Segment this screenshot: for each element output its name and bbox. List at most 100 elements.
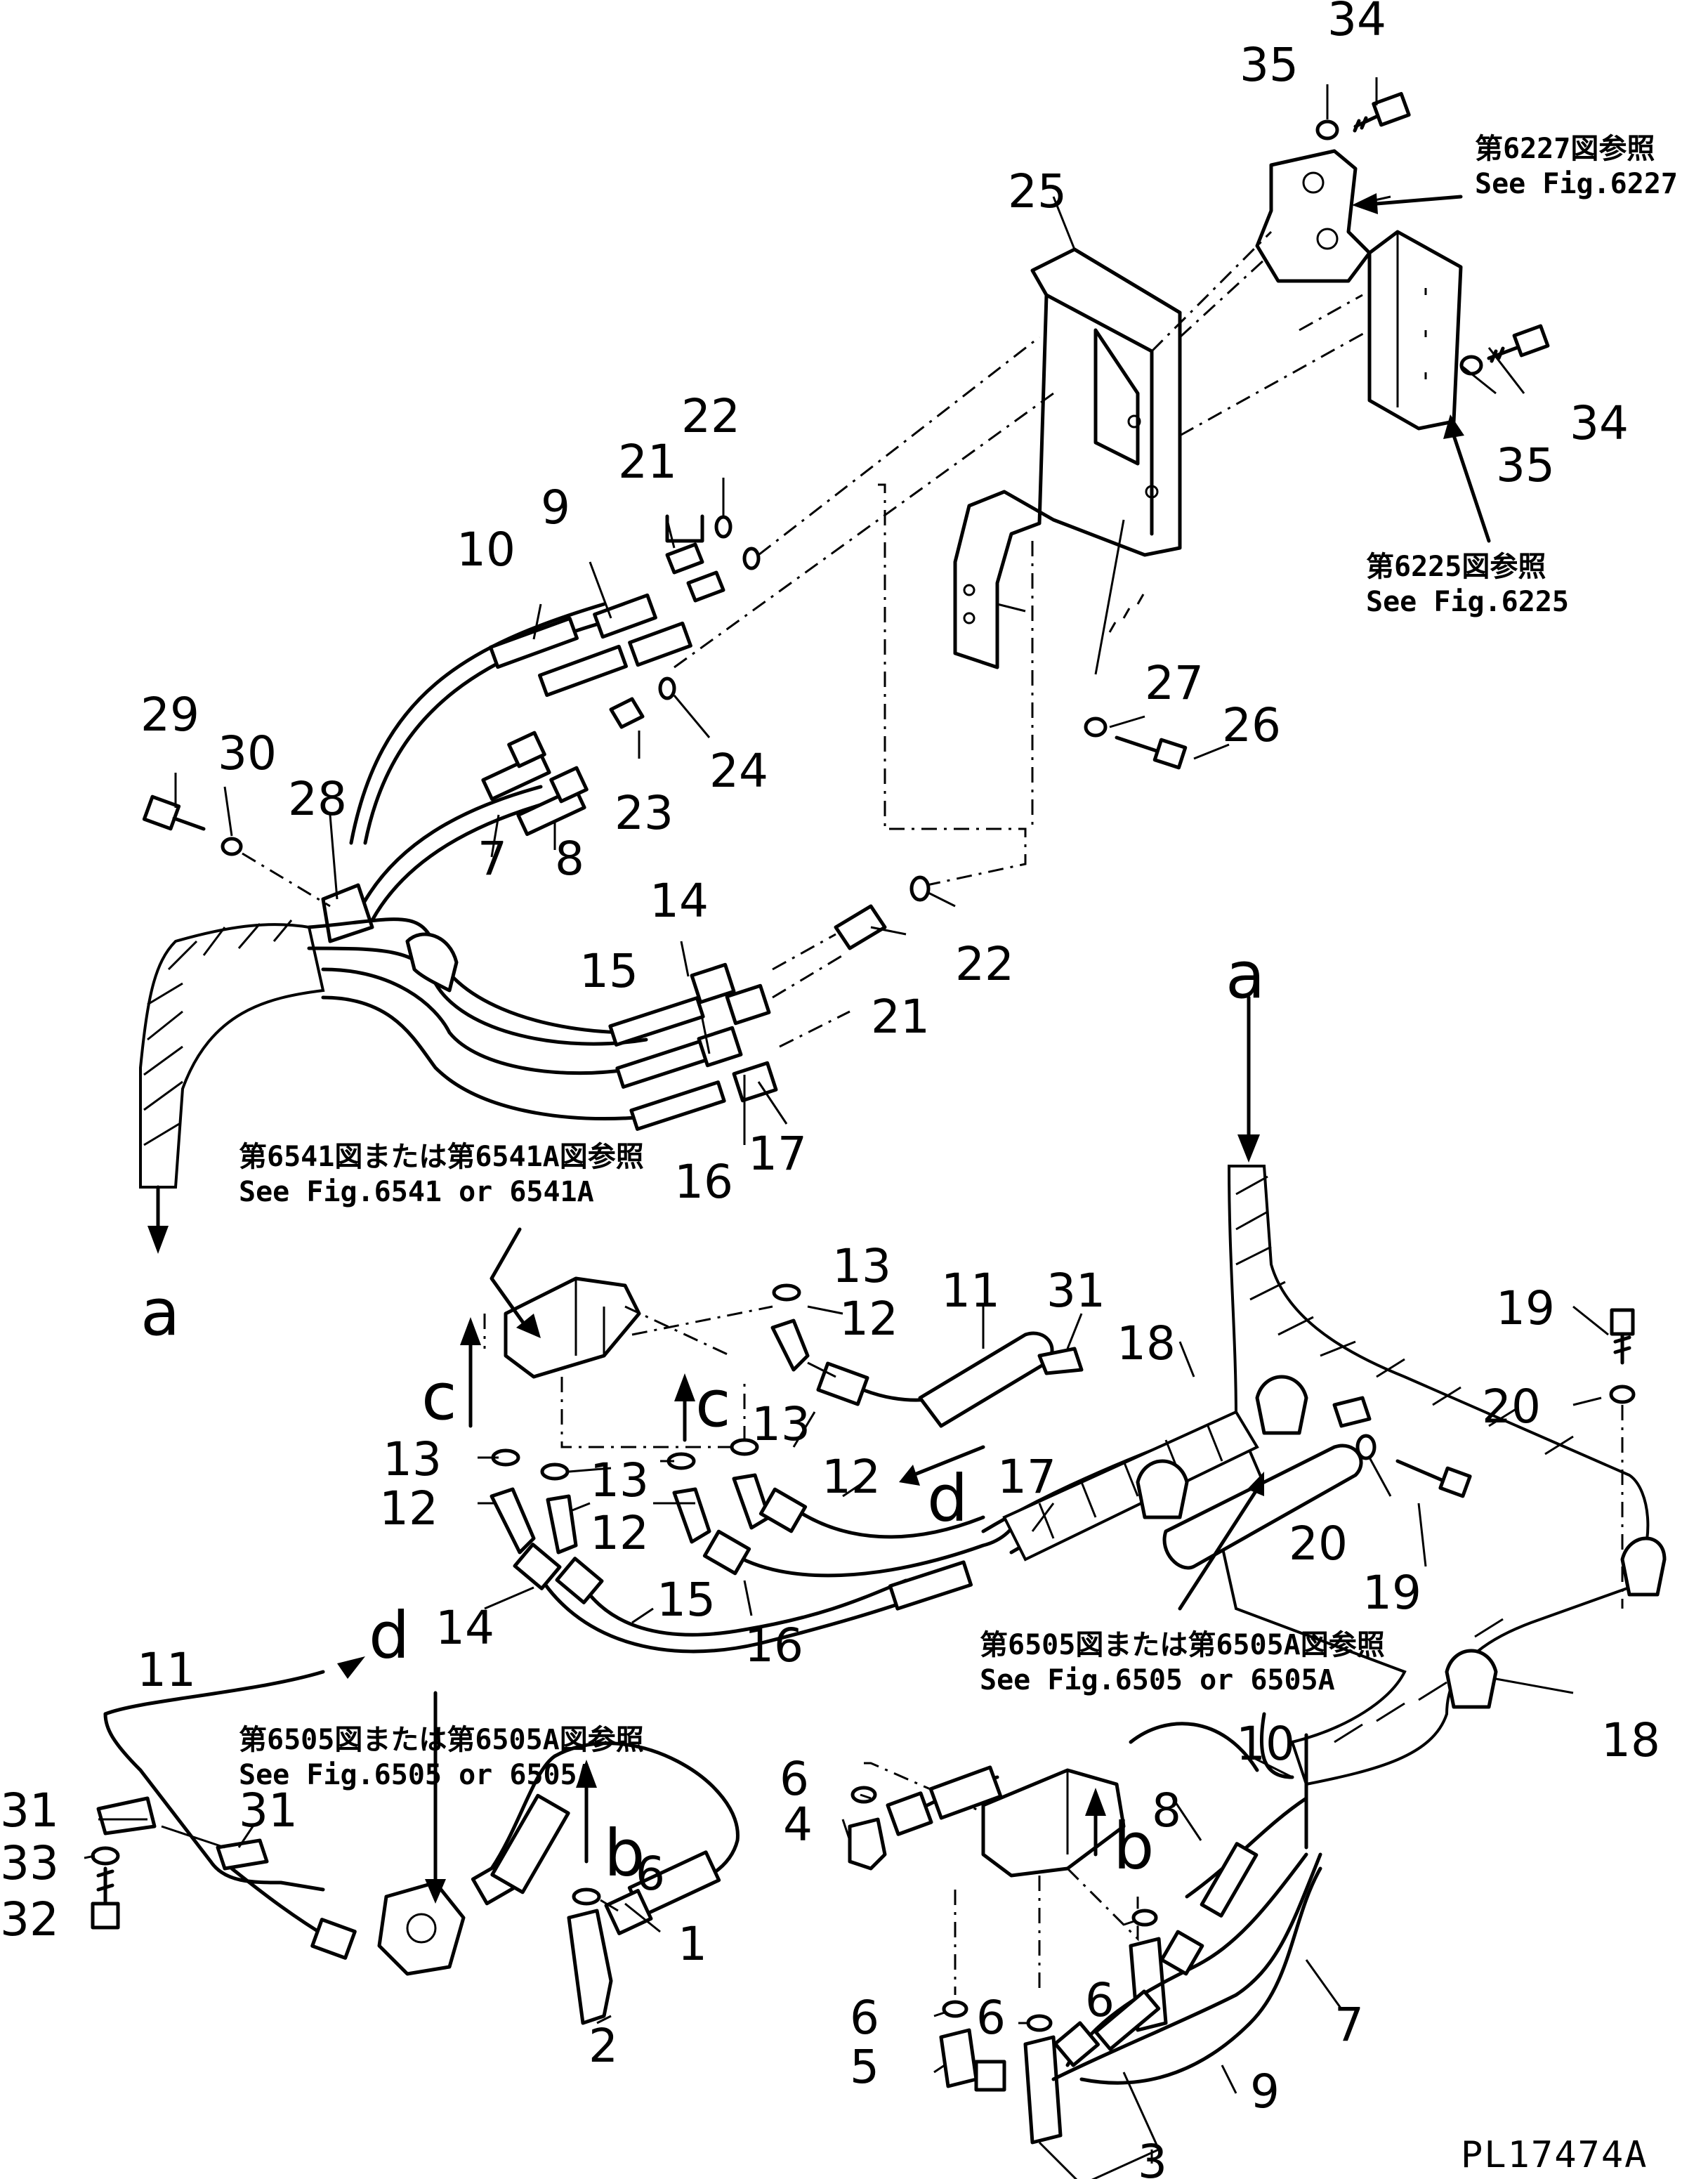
callout-16a: 16 [674, 1155, 733, 1209]
callout-34b: 34 [1570, 396, 1629, 450]
callout-19b: 19 [1362, 1566, 1421, 1620]
leaders-bottom-right [864, 1762, 1139, 1995]
callout-34a: 34 [1327, 0, 1386, 46]
ref-6227-jp: 第6227図参照 [1475, 133, 1655, 165]
ref-6541-jp: 第6541図または第6541A図参照 [239, 1141, 644, 1173]
callout-6d: 6 [1085, 1973, 1115, 2027]
arrow-d-middle-line [911, 1445, 985, 1477]
callout-14b: 14 [435, 1601, 494, 1655]
callout-10a: 10 [456, 523, 515, 577]
callout-6a: 6 [780, 1752, 809, 1806]
washer-20-right [1609, 1385, 1636, 1404]
callout-12c: 12 [379, 1481, 438, 1536]
callout-27: 27 [1145, 656, 1204, 710]
component-6505-middle [1162, 1396, 1372, 1570]
callout-22a: 22 [681, 389, 740, 443]
valve-block-6227 [1255, 149, 1372, 283]
washer-35-top [1315, 119, 1339, 140]
callout-13a: 13 [832, 1239, 891, 1293]
callout-12a: 12 [839, 1292, 898, 1346]
callout-12d: 12 [590, 1506, 649, 1560]
callout-9b: 9 [1250, 2065, 1280, 2119]
callout-22b: 22 [955, 937, 1014, 991]
o-ring-22-top [714, 515, 733, 539]
callout-9a: 9 [541, 480, 570, 535]
clamp-31-left [96, 1796, 157, 1836]
connector-b-right: b [1113, 1809, 1154, 1884]
bolt-34-right [1487, 324, 1550, 363]
ref-6225-jp: 第6225図参照 [1366, 551, 1546, 583]
callout-23: 23 [615, 786, 674, 840]
callout-35b: 35 [1496, 438, 1555, 492]
washer-33 [91, 1846, 120, 1866]
callout-13d: 13 [590, 1453, 649, 1507]
arrow-a-left [147, 1226, 169, 1254]
bracket-25 [953, 247, 1182, 675]
callout-17a: 17 [748, 1127, 807, 1181]
callout-26: 26 [1222, 698, 1281, 752]
drawing-code: PL17474A [1461, 2134, 1648, 2176]
callout-6b: 6 [850, 1991, 879, 2045]
bolt-34-top [1353, 91, 1411, 133]
component-6505-bottom [377, 1880, 466, 1976]
callout-17b: 17 [997, 1450, 1056, 1504]
callout-32: 32 [0, 1892, 59, 1946]
fitting-2 [567, 1887, 613, 2025]
callout-18a: 18 [1117, 1316, 1176, 1370]
connector-a-right: a [1226, 938, 1265, 1013]
arrow-b-left [576, 1760, 597, 1788]
callout-4: 4 [783, 1798, 813, 1852]
assembly-leaders-top [674, 230, 1370, 886]
callout-6c: 6 [976, 1991, 1006, 2045]
callout-21a: 21 [618, 435, 677, 489]
washer-35-right [1459, 355, 1483, 376]
callout-13b: 13 [751, 1397, 810, 1451]
washer-30 [221, 837, 243, 856]
callout-10b: 10 [1236, 1717, 1295, 1771]
bolt-26 [1115, 735, 1188, 770]
callout-1: 1 [678, 1917, 707, 1971]
ref-6505-en-middle: See Fig.6505 or 6505A [980, 1664, 1335, 1696]
washer-20-middle [1355, 1434, 1377, 1460]
arrow-c-right [674, 1373, 695, 1401]
callout-18b: 18 [1601, 1713, 1660, 1767]
callout-30: 30 [218, 726, 277, 780]
ref-6505-en-bottom: See Fig.6505 or 6505A [239, 1759, 594, 1791]
callout-2: 2 [589, 2019, 618, 2073]
callout-31b: 31 [0, 1784, 59, 1838]
adapter-21-top [665, 514, 725, 603]
hoses-14-17-top [307, 917, 778, 1131]
spiral-wrap-left [139, 920, 325, 1189]
callout-8b: 8 [1152, 1784, 1181, 1838]
arrow-c-left [460, 1317, 481, 1345]
callout-11a: 11 [941, 1264, 1000, 1318]
callout-24: 24 [709, 744, 768, 798]
callout-12b: 12 [822, 1450, 881, 1504]
connector-d-bottom: d [369, 1598, 409, 1673]
connector-b-left: b [604, 1816, 645, 1891]
callout-35a: 35 [1240, 38, 1299, 92]
clamp-28 [321, 883, 374, 943]
arrow-d-bottom [337, 1656, 365, 1679]
spiral-wrap-right [981, 1165, 1650, 1786]
hose-11-accumulator [816, 1331, 1084, 1428]
clamp-31-bottom [216, 1838, 357, 1960]
callout-20a: 20 [1482, 1380, 1541, 1434]
callout-21b: 21 [871, 990, 930, 1044]
adapter-21-middle [834, 904, 887, 950]
callout-5: 5 [850, 2040, 879, 2094]
callout-28: 28 [288, 772, 347, 826]
ref-6505-jp-middle: 第6505図または第6505A図参照 [980, 1629, 1385, 1661]
callout-31c: 31 [239, 1784, 298, 1838]
callout-11b: 11 [137, 1643, 196, 1697]
callout-3: 3 [1138, 2135, 1167, 2179]
callout-31a: 31 [1046, 1264, 1105, 1318]
callout-7a: 7 [478, 832, 507, 886]
valve-6505-bottom-right [981, 1768, 1126, 1878]
fittings-3-5-6 [939, 1909, 1168, 2179]
arrow-b-right [1085, 1788, 1106, 1816]
arrow-d-middle [899, 1465, 920, 1486]
ref-6227-en: See Fig.6227 [1475, 168, 1678, 200]
callout-14a: 14 [650, 874, 709, 928]
